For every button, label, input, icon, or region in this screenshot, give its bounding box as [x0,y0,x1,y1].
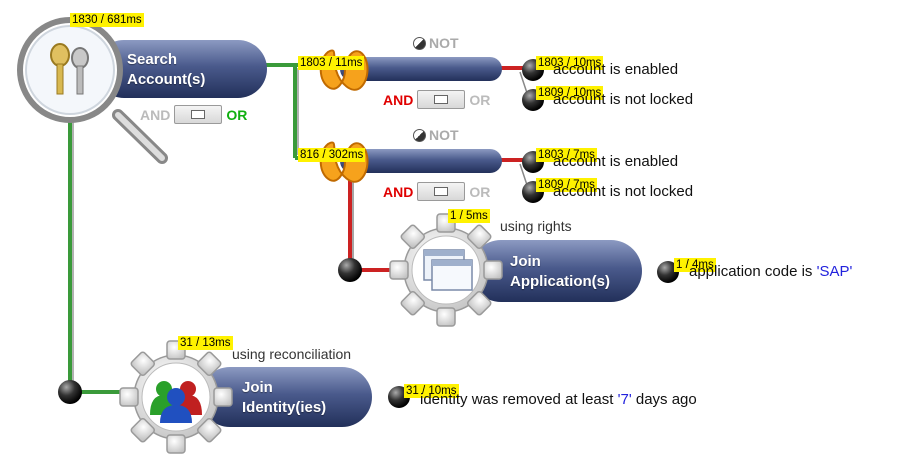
andor-toggle[interactable] [174,105,223,124]
condition-value[interactable]: 'SAP' [816,263,853,280]
timing-badge-group2: 816 / 302ms [298,148,366,162]
gear-window-icon [389,213,503,327]
search-node-label-line1: Search [127,51,178,68]
timing-badge-join-app: 1 / 5ms [448,209,490,223]
condition-text: application code is [689,263,813,280]
or-label: OR [226,106,248,123]
timing-badge-join-identity: 31 / 13ms [178,336,233,350]
join-app-node-button[interactable]: Join Application(s) [510,252,610,292]
search-node-body [95,40,267,98]
condition-g2-enabled[interactable]: account is enabled [553,153,679,170]
search-andor-switch[interactable]: AND OR [140,105,247,124]
not-label: NOT [429,127,459,143]
join-identity-label-line2: Identity(ies) [242,399,327,416]
group1-not-toggle[interactable]: NOT [413,35,459,51]
and-label: AND [383,91,414,108]
timing-badge-g2-locked: 1809 / 7ms [536,178,597,192]
group1-andor-switch[interactable]: AND OR [383,90,490,109]
condition-g1-enabled[interactable]: account is enabled [553,61,679,78]
operator-pipe-2 [340,149,502,173]
join-identity-node-body [200,367,372,427]
join-identity-label-line1: Join [242,379,273,396]
condition-identity-removed[interactable]: identity was removed at least '7' days a… [420,391,697,408]
condition-value[interactable]: '7' [617,391,632,408]
condition-g2-locked[interactable]: account is not locked [553,183,694,200]
join-app-label-line2: Application(s) [510,273,610,290]
timing-badge-identity-removed: 31 / 10ms [404,384,459,398]
not-toggle-icon [413,128,426,142]
not-toggle-icon [413,36,426,50]
timing-badge-search: 1830 / 681ms [70,13,144,27]
and-label: AND [383,183,414,200]
group2-andor-switch[interactable]: AND OR [383,182,490,201]
timing-badge-group1: 1803 / 11ms [298,56,365,70]
not-label: NOT [429,35,459,51]
timing-badge-app-code: 1 / 4ms [674,258,716,272]
gear-people-icon [119,340,233,454]
join-app-subtitle: using rights [500,218,572,234]
timing-badge-g2-enabled: 1803 / 7ms [536,148,597,162]
join-app-node-body [470,240,642,302]
group2-not-toggle[interactable]: NOT [413,127,459,143]
andor-toggle[interactable] [417,90,466,109]
or-label: OR [469,183,491,200]
condition-text: identity was removed at least [420,391,614,408]
or-label: OR [469,91,491,108]
condition-suffix: days ago [635,391,697,408]
timing-badge-g1-locked: 1809 / 10ms [536,86,604,100]
and-label: AND [140,106,171,123]
join-identity-node-button[interactable]: Join Identity(ies) [242,378,326,418]
operator-pipe-1 [340,57,502,81]
timing-badge-g1-enabled: 1803 / 10ms [536,56,604,70]
condition-g1-locked[interactable]: account is not locked [553,91,694,108]
andor-toggle[interactable] [417,182,466,201]
condition-app-code[interactable]: application code is 'SAP' [689,263,852,280]
search-node-button[interactable]: Search Account(s) [127,50,205,90]
search-node-label-line2: Account(s) [127,71,206,88]
join-identity-subtitle: using reconciliation [232,346,352,362]
join-app-label-line1: Join [510,253,541,270]
